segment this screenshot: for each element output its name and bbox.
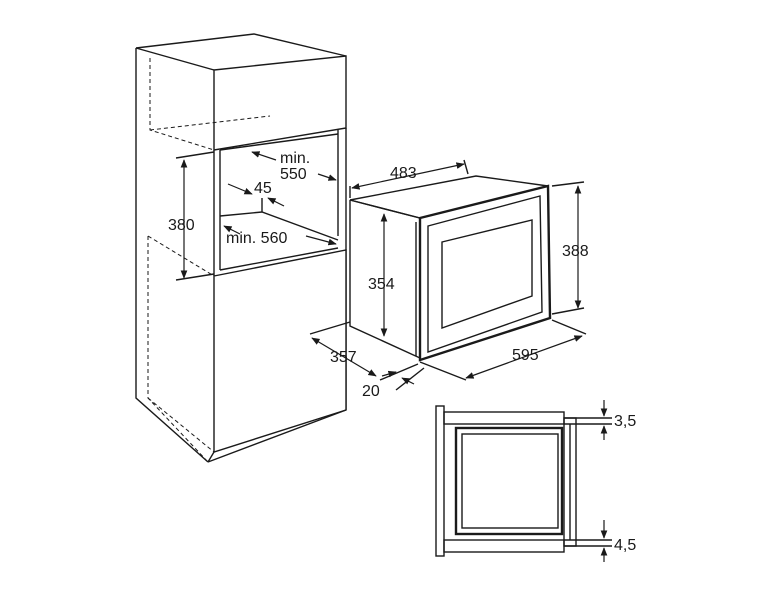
label-oven-height-body: 354 bbox=[368, 276, 395, 293]
label-min-depth: min. 560 bbox=[226, 230, 287, 247]
section-drawing: 3,5 4,5 bbox=[435, 400, 636, 562]
label-oven-depth: 483 bbox=[390, 165, 417, 182]
label-oven-width: 595 bbox=[512, 347, 539, 364]
label-oven-side-depth: 357 bbox=[330, 349, 357, 366]
label-front-thickness: 20 bbox=[362, 383, 380, 400]
label-min-width: 550 bbox=[280, 166, 307, 183]
label-oven-height-front: 388 bbox=[562, 243, 589, 260]
label-bottom-gap: 4,5 bbox=[614, 537, 636, 554]
oven-drawing: 483 354 388 357 20 595 bbox=[309, 159, 589, 400]
label-cabinet-height: 380 bbox=[168, 217, 195, 234]
label-depth-gap: 45 bbox=[254, 180, 272, 197]
cabinet-drawing: 380 min. 550 45 min. 560 bbox=[135, 33, 347, 463]
label-min-width-prefix: min. bbox=[280, 150, 310, 167]
label-top-gap: 3,5 bbox=[614, 413, 636, 430]
